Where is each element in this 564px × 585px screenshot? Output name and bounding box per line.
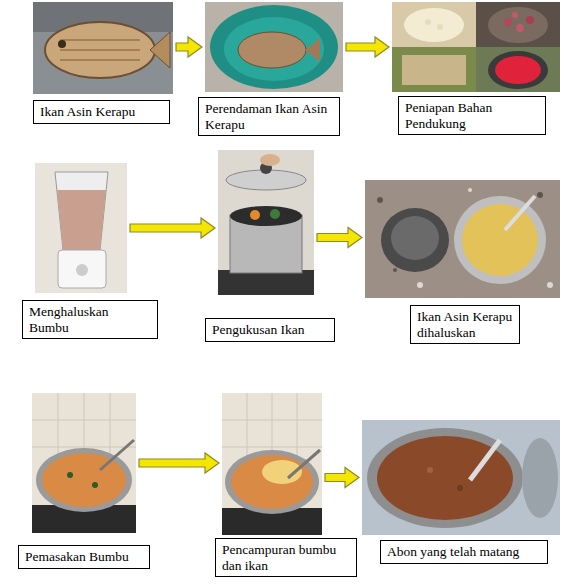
process-step: Ikan Asin Kerapu: [33, 2, 173, 94]
photo-ingredients: [392, 2, 560, 92]
step-caption: Pencampuran bumbu dan ikan: [215, 538, 357, 577]
photo-abon: [362, 420, 560, 535]
step-caption: Menghaluskan Bumbu: [22, 300, 158, 339]
caption-text: Ikan Asin Kerapu: [40, 104, 163, 120]
step-caption: Ikan Asin Kerapu: [33, 100, 170, 124]
flow-arrow: [317, 228, 362, 248]
step-caption: Peniapan Bahan Pendukung: [398, 96, 546, 135]
caption-text: Pengukusan Ikan: [212, 322, 328, 338]
process-step: Perendaman Ikan Asin Kerapu: [205, 2, 343, 92]
process-step: Ikan Asin Kerapu dihaluskan: [365, 180, 560, 298]
caption-text: Menghaluskan Bumbu: [29, 304, 151, 335]
photo-mixing: [222, 393, 322, 535]
flow-arrow: [176, 37, 202, 57]
process-step: Pencampuran bumbu dan ikan: [222, 393, 322, 535]
caption-text: Abon yang telah matang: [387, 544, 541, 560]
flow-arrow: [325, 468, 359, 488]
photo-soaking: [205, 2, 343, 92]
flow-arrow: [346, 37, 389, 57]
photo-blender: [35, 163, 127, 293]
photo-steaming: [218, 150, 314, 295]
step-caption: Pemasakan Bumbu: [18, 545, 150, 569]
step-caption: Pengukusan Ikan: [205, 318, 335, 342]
step-caption: Ikan Asin Kerapu dihaluskan: [410, 305, 520, 344]
process-step: Pemasakan Bumbu: [32, 393, 136, 533]
step-caption: Abon yang telah matang: [380, 540, 548, 564]
caption-text: Ikan Asin Kerapu dihaluskan: [417, 309, 513, 340]
process-step: Menghaluskan Bumbu: [35, 163, 127, 293]
caption-text: Pemasakan Bumbu: [25, 549, 143, 565]
process-step: Peniapan Bahan Pendukung: [392, 2, 560, 92]
flow-arrow: [139, 453, 219, 473]
photo-dried-fish: [33, 2, 173, 94]
process-step: Pengukusan Ikan: [218, 150, 314, 295]
flow-arrow: [130, 218, 215, 238]
caption-text: Peniapan Bahan Pendukung: [405, 100, 539, 131]
process-step: Abon yang telah matang: [362, 420, 560, 535]
step-caption: Perendaman Ikan Asin Kerapu: [198, 97, 340, 136]
photo-cooking-spices: [32, 393, 136, 533]
caption-text: Pencampuran bumbu dan ikan: [222, 542, 350, 573]
caption-text: Perendaman Ikan Asin Kerapu: [205, 101, 333, 132]
photo-mashed-fish: [365, 180, 560, 298]
